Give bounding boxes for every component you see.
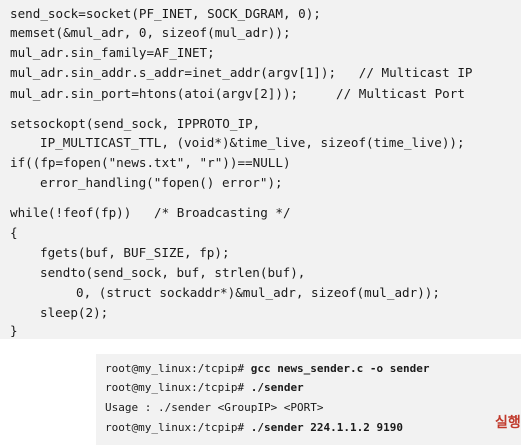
code-line: if((fp=fopen("news.txt", "r"))==NULL) (10, 155, 291, 170)
code-line: mul_adr.sin_port=htons(atoi(argv[2])); /… (10, 86, 465, 101)
terminal-usage: Usage : ./sender <GroupIP> <PORT> (105, 401, 324, 414)
terminal-line: root@my_linux:/tcpip# gcc news_sender.c … (105, 359, 430, 379)
code-line: memset(&mul_adr, 0, sizeof(mul_adr)); (10, 25, 291, 40)
terminal-prompt: root@my_linux:/tcpip# (105, 381, 251, 394)
terminal-prompt: root@my_linux:/tcpip# (105, 362, 251, 375)
terminal-command: ./sender 224.1.1.2 9190 (250, 421, 404, 434)
code-line: error_handling("fopen() error"); (40, 175, 283, 190)
code-line: mul_adr.sin_addr.s_addr=inet_addr(argv[1… (10, 65, 473, 80)
code-line: while(!feof(fp)) /* Broadcasting */ (10, 205, 291, 220)
code-line: IP_MULTICAST_TTL, (void*)&time_live, siz… (40, 135, 465, 150)
terminal-command: ./sender (250, 381, 304, 394)
code-line: fgets(buf, BUF_SIZE, fp); (40, 245, 230, 260)
code-line: setsockopt(send_sock, IPPROTO_IP, (10, 116, 261, 131)
terminal-line: root@my_linux:/tcpip# ./sender 224.1.1.2… (105, 418, 403, 438)
code-line: sendto(send_sock, buf, strlen(buf), (40, 265, 306, 280)
code-line: send_sock=socket(PF_INET, SOCK_DGRAM, 0)… (10, 6, 321, 21)
terminal-command: gcc news_sender.c -o sender (250, 362, 430, 375)
code-line: 0, (struct sockaddr*)&mul_adr, sizeof(mu… (76, 285, 440, 300)
run-label: 실행 (495, 415, 521, 431)
code-line: mul_adr.sin_family=AF_INET; (10, 45, 215, 60)
terminal-output: root@my_linux:/tcpip# gcc news_sender.c … (96, 354, 521, 445)
terminal-line: root@my_linux:/tcpip# ./sender (105, 378, 304, 398)
code-line: { (10, 225, 18, 240)
code-line: } (10, 323, 18, 338)
code-line: sleep(2); (40, 305, 109, 320)
code-block: send_sock=socket(PF_INET, SOCK_DGRAM, 0)… (0, 0, 521, 339)
terminal-prompt: root@my_linux:/tcpip# (105, 421, 251, 434)
